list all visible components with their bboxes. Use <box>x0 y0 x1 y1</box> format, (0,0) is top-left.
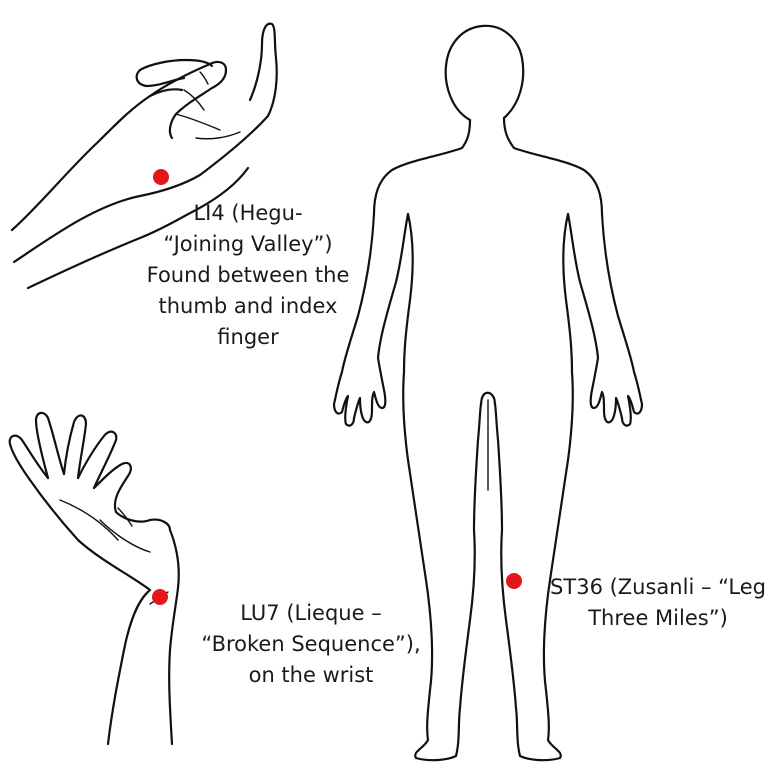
li4-label: LI4 (Hegu- “Joining Valley”) Found betwe… <box>138 198 358 353</box>
li4-label-line: LI4 (Hegu- <box>193 201 303 225</box>
st36-label-line: Three Miles”) <box>588 606 728 630</box>
body-illustration-st36 <box>332 24 644 762</box>
li4-label-line: finger <box>217 325 279 349</box>
st36-point-marker <box>506 573 522 589</box>
lu7-label-line: LU7 (Lieque – <box>240 601 382 625</box>
lu7-label-line: on the wrist <box>248 663 374 687</box>
st36-label: ST36 (Zusanli – “Leg Three Miles”) <box>536 572 780 634</box>
lu7-label-line: “Broken Sequence”), <box>201 632 421 656</box>
hand-illustration-li4 <box>10 22 278 290</box>
lu7-label: LU7 (Lieque – “Broken Sequence”), on the… <box>196 598 426 691</box>
li4-label-line: thumb and index <box>158 294 338 318</box>
li4-point-marker <box>153 169 169 185</box>
st36-label-line: ST36 (Zusanli – “Leg <box>550 575 766 599</box>
hand-illustration-lu7 <box>8 411 180 746</box>
lu7-point-marker <box>152 589 168 605</box>
li4-label-line: “Joining Valley”) <box>163 232 333 256</box>
li4-label-line: Found between the <box>146 263 350 287</box>
